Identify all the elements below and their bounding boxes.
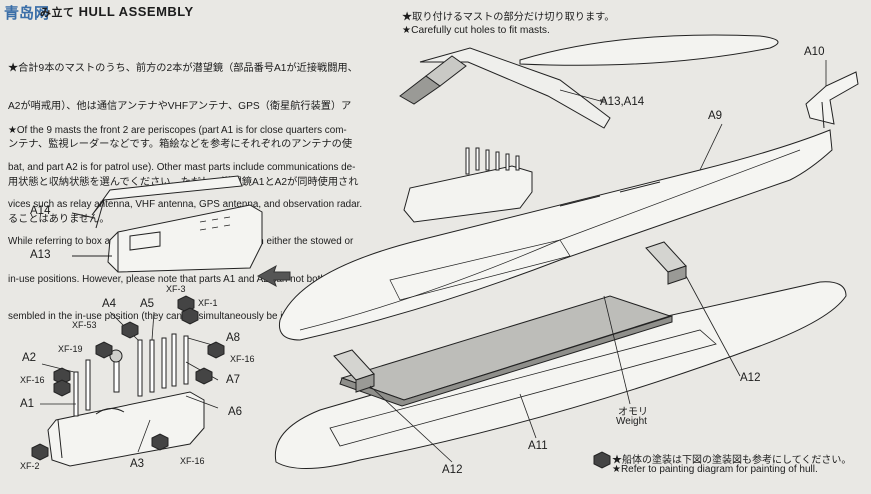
note-line: ★Of the 9 masts the front 2 are periscop… [8,124,347,136]
paint-note-jp: ★船体の塗装は下図の塗装図も参考にしてください。 [612,455,852,466]
cutting-illustration [399,34,779,129]
sail-on-hull [403,147,533,223]
label-A7: A7 [226,374,241,386]
label-A11: A11 [528,440,548,452]
label-A13: A13 [30,249,51,261]
note-line: A2が哨戒用）、他は通信アンテナやVHFアンテナ、GPS（衛星航行装置）ア [8,100,352,112]
bracket-A12-front [333,349,375,393]
sail-halves-group [71,175,263,273]
step-title: み立て HULL ASSEMBLY [14,4,194,20]
arrow-icon [256,264,291,288]
step-title-en: HULL ASSEMBLY [78,4,194,19]
cut-note-en: ★Carefully cut holes to fit masts. [402,25,550,36]
label-A2: A2 [22,352,37,364]
label-XF-16-right: XF-16 [230,354,255,364]
label-A3: A3 [130,458,145,470]
label-XF-16-left: XF-16 [20,375,45,385]
label-A4: A4 [102,298,117,310]
label-XF-19: XF-19 [58,344,83,354]
note-line: ンテナ、監視レーダーなどです。箱絵などを参考にそれぞれのアンテナの使 [8,138,353,150]
paint-note-en: ★Refer to painting diagram for painting … [612,464,818,475]
label-A1: A1 [20,398,35,410]
label-XF-3: XF-3 [166,284,186,294]
label-weight-jp: オモリ [618,407,648,418]
weight-plate [339,295,673,407]
rudder-A10 [805,71,859,129]
note-line: bat, and part A2 is for patrol use). Oth… [8,162,356,174]
leader-lines [40,60,827,463]
note-line: ることはありません。 [8,214,110,226]
bracket-A12-rear [645,241,687,285]
label-A5: A5 [140,298,155,310]
cut-note-jp: ★取り付けるマストの部分だけ切り取ります。 [402,12,615,23]
label-A6: A6 [228,406,243,418]
label-A8: A8 [226,332,241,344]
paint-swatches [31,295,611,469]
label-XF-16-bottom: XF-16 [180,456,205,466]
watermark-logo: 青岛网 [4,5,50,22]
label-A9: A9 [708,110,723,122]
label-weight-en: Weight [616,416,647,427]
label-XF-53: XF-53 [72,320,97,330]
hull-upper-A9 [278,129,833,341]
label-A10: A10 [804,46,825,58]
step-title-jp: み立て [40,7,75,19]
label-A13-A14: A13,A14 [600,96,645,108]
label-A12-rear: A12 [740,372,761,384]
label-XF-2: XF-2 [20,461,40,471]
label-A12-front: A12 [442,464,463,476]
note-line: vices such as relay antenna, VHF antenna… [8,199,363,211]
note-line: ★合計9本のマストのうち、前方の2本が潜望鏡（部品番号A1が近接戦闘用、 [8,63,358,75]
label-A14: A14 [30,205,51,217]
label-XF-1: XF-1 [198,298,218,308]
